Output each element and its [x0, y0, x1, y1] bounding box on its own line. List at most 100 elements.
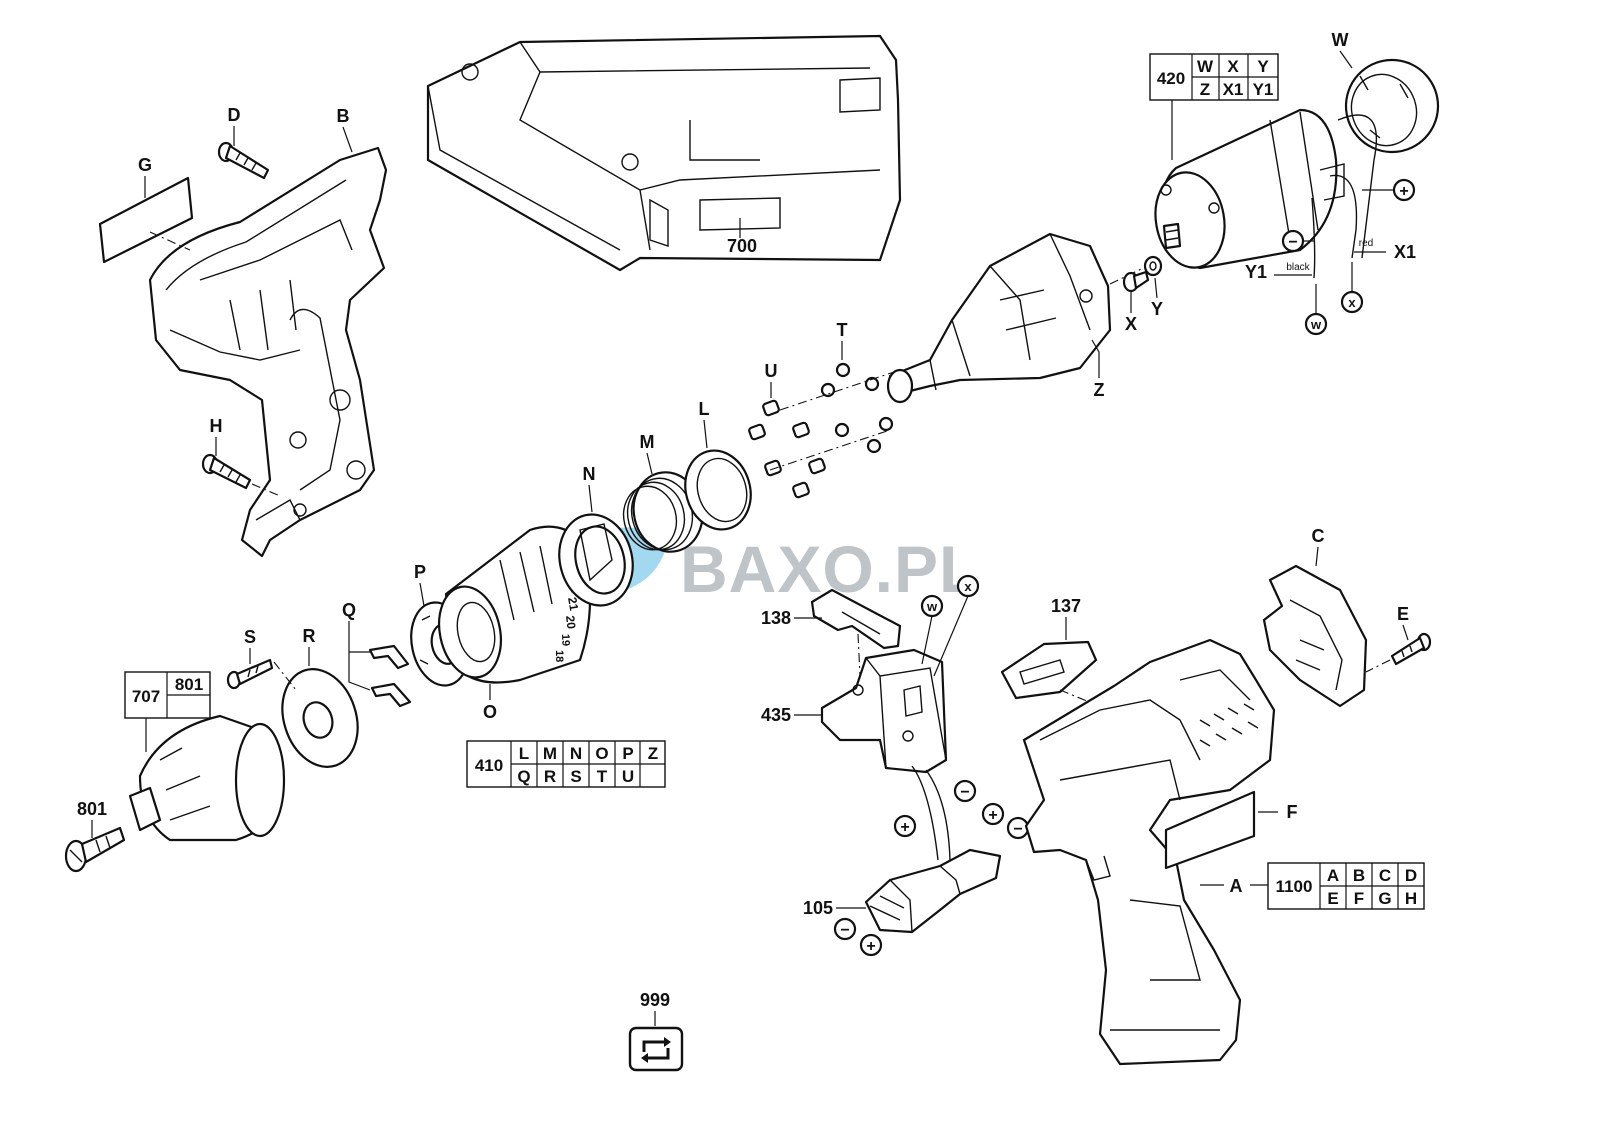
- keyless-chuck: [128, 714, 286, 842]
- contact-plus-symbol: +: [866, 938, 875, 955]
- motor-minus-symbol: −: [1288, 234, 1297, 251]
- motor-420: [1154, 108, 1345, 270]
- label-x: X: [1125, 314, 1137, 334]
- switch-plus-1-symbol: +: [900, 819, 909, 836]
- contact-minus: −: [833, 917, 857, 941]
- contact-minus-symbol: −: [840, 922, 849, 939]
- washer-y: [1143, 255, 1163, 277]
- torque-sleeve-o: 1 2 22 21 20 19 18: [438, 525, 592, 684]
- motor-polarity-minus: −: [1281, 229, 1305, 253]
- scale-20: 20: [563, 615, 578, 630]
- springs-q: [368, 644, 412, 708]
- table-410-r2-c3: S: [570, 767, 581, 786]
- table-410-r2-c4: T: [597, 767, 608, 786]
- table-1100-r1-c3: C: [1379, 866, 1391, 885]
- scale-19: 19: [559, 634, 571, 647]
- label-film-f: [1164, 790, 1256, 870]
- label-138: 138: [761, 608, 791, 628]
- table-410-r2-c5: U: [622, 767, 634, 786]
- table-707-cell-1: 801: [175, 675, 203, 694]
- switch-plus-2-symbol: +: [988, 807, 997, 824]
- label-137: 137: [1051, 596, 1081, 616]
- motor-wires: [1311, 114, 1378, 279]
- label-b: B: [337, 106, 350, 126]
- switch-wires: [911, 765, 951, 861]
- table-1100: 1100 A B C D E F G H: [1267, 862, 1425, 910]
- table-1100-r1-c1: A: [1327, 866, 1339, 885]
- label-d: D: [228, 105, 241, 125]
- scale-21: 21: [565, 596, 581, 612]
- housing-half-a: [1022, 638, 1276, 1066]
- screw-e: [1365, 632, 1432, 673]
- switch-terminal-x: x: [956, 574, 980, 598]
- table-420-number: 420: [1157, 69, 1185, 88]
- table-410: 410 L M N O P Z Q R S T U: [466, 740, 666, 788]
- switch-plus-2: +: [981, 802, 1005, 826]
- housing-half-b: [148, 146, 388, 558]
- label-x1: X1: [1394, 242, 1416, 262]
- switch-x-symbol: x: [964, 579, 972, 594]
- table-410-r1-c5: P: [622, 744, 633, 763]
- battery-contacts-105: [864, 848, 1002, 934]
- label-t: T: [837, 320, 848, 340]
- table-1100-r2-c1: E: [1327, 889, 1338, 908]
- label-u: U: [765, 361, 778, 381]
- table-420: 420 W X Y Z X1 Y1: [1149, 53, 1279, 101]
- gearbox-z: [886, 232, 1161, 404]
- switch-terminal-w: w: [920, 594, 944, 618]
- motor-x-symbol: x: [1348, 295, 1356, 310]
- table-1100-r2-c4: H: [1405, 889, 1417, 908]
- balls-t: [769, 362, 901, 471]
- label-film-g: [98, 176, 194, 264]
- switch-minus-1: −: [953, 779, 977, 803]
- direction-switch-137: [1000, 640, 1098, 700]
- table-410-r1-c6: Z: [648, 744, 658, 763]
- table-1100-r1-c4: D: [1405, 866, 1417, 885]
- label-n: N: [583, 464, 596, 484]
- rollers-u: [748, 399, 826, 499]
- label-r: R: [303, 626, 316, 646]
- label-e: E: [1397, 604, 1409, 624]
- label-f: F: [1287, 802, 1298, 822]
- label-w: W: [1332, 30, 1349, 50]
- switch-minus-2: −: [1006, 816, 1030, 840]
- scale-18: 18: [553, 650, 565, 662]
- switch-w-symbol: w: [926, 599, 938, 614]
- motor-cap-w: [1344, 58, 1440, 154]
- switch-plus-1: +: [893, 814, 917, 838]
- label-y: Y: [1151, 299, 1163, 319]
- label-h: H: [210, 416, 223, 436]
- motor-plus-symbol: +: [1399, 183, 1408, 200]
- screw-d: [217, 141, 270, 180]
- label-y1: Y1: [1245, 262, 1267, 282]
- table-1100-number: 1100: [1276, 877, 1313, 896]
- label-l: L: [699, 399, 710, 419]
- motor-polarity-plus: +: [1392, 178, 1416, 202]
- label-q: Q: [342, 600, 356, 620]
- table-410-r1-c3: N: [570, 744, 582, 763]
- table-1100-r2-c3: G: [1378, 889, 1391, 908]
- label-435: 435: [761, 705, 791, 725]
- label-700: 700: [727, 236, 757, 256]
- washer-r: [281, 668, 359, 768]
- label-m: M: [640, 432, 655, 452]
- table-420-r1-c1: W: [1197, 57, 1214, 76]
- screw-s: [226, 658, 297, 691]
- table-410-r2-c2: R: [544, 767, 556, 786]
- label-105: 105: [803, 898, 833, 918]
- label-s: S: [244, 627, 256, 647]
- label-c: C: [1312, 526, 1325, 546]
- wire-label-black: black: [1286, 262, 1310, 273]
- label-o: O: [483, 702, 497, 722]
- table-410-r2-c1: Q: [517, 767, 530, 786]
- label-z: Z: [1094, 380, 1105, 400]
- switch-minus-2-symbol: −: [1013, 821, 1022, 838]
- contact-plus: +: [859, 933, 883, 957]
- switch-435: [820, 648, 948, 774]
- chuck-screw-801: [64, 826, 126, 873]
- table-1100-r1-c2: B: [1353, 866, 1365, 885]
- label-p: P: [414, 562, 426, 582]
- table-420-r2-c2: X1: [1223, 80, 1244, 99]
- table-420-r1-c3: Y: [1257, 57, 1269, 76]
